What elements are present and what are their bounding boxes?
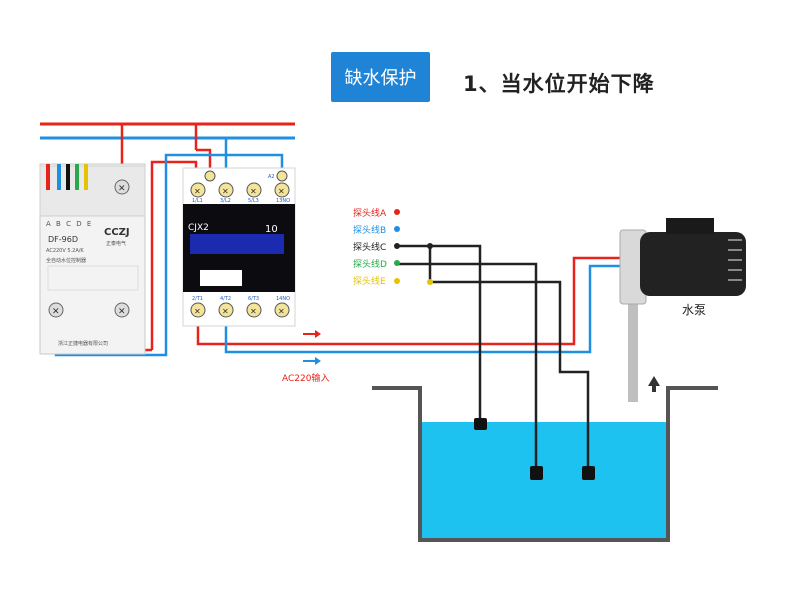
probe-junctions (427, 243, 433, 285)
svg-text:A2: A2 (268, 174, 275, 180)
svg-text:✕: ✕ (52, 307, 60, 317)
svg-text:✕: ✕ (278, 187, 285, 196)
svg-text:6/T3: 6/T3 (248, 296, 259, 302)
svg-text:✕: ✕ (194, 187, 201, 196)
probe-c (582, 466, 595, 480)
svg-text:2/T1: 2/T1 (192, 296, 203, 302)
contactor-model: CJX2 (188, 223, 209, 233)
svg-text:13NO: 13NO (276, 198, 290, 204)
contactor: CJX2 10 ✕✕ ✕✕ ✕✕ ✕✕ 1/L1 3/L2 5/L3 13NO … (182, 167, 296, 327)
svg-text:AC220V 5.2A/K: AC220V 5.2A/K (46, 248, 84, 254)
svg-text:全自动水位控制器: 全自动水位控制器 (46, 257, 86, 264)
probe-label-c: 探头线C (353, 241, 386, 253)
ac-input-label: AC220输入 (282, 372, 329, 384)
svg-text:1/L1: 1/L1 (192, 198, 203, 204)
svg-text:✕: ✕ (250, 307, 257, 316)
svg-text:浙江正捷电器有限公司: 浙江正捷电器有限公司 (58, 340, 108, 347)
probe-label-b: 探头线B (353, 224, 386, 236)
svg-text:4/T2: 4/T2 (220, 296, 231, 302)
probe-label-e: 探头线E (353, 275, 386, 287)
water-body (420, 422, 668, 540)
contactor-rating: 10 (265, 224, 278, 235)
svg-text:✕: ✕ (222, 307, 229, 316)
svg-text:5/L3: 5/L3 (248, 198, 259, 204)
water-tank (372, 386, 718, 542)
svg-text:3/L2: 3/L2 (220, 198, 231, 204)
probe-wires (398, 244, 590, 468)
step-title: 1、当水位开始下降 (463, 72, 655, 96)
probe-labels: 探头线A 探头线B 探头线C 探头线D 探头线E (353, 207, 387, 287)
svg-text:✕: ✕ (118, 184, 126, 194)
mode-badge: 缺水保护 (331, 52, 430, 102)
svg-text:正泰电气: 正泰电气 (106, 240, 126, 247)
controller-model: DF-96D (48, 235, 78, 244)
probe-dots (394, 209, 400, 284)
level-controller: ✕ ✕ ✕ A B C D E DF-96D CCZJ 正泰电气 AC220V … (39, 163, 146, 355)
pump-label: 水泵 (682, 303, 706, 317)
water-pump (619, 218, 746, 402)
svg-text:14NO: 14NO (276, 296, 290, 302)
probe-label-d: 探头线D (353, 258, 387, 270)
probe-b (530, 466, 543, 480)
probes (474, 418, 595, 480)
ac-input-arrows (303, 330, 321, 365)
up-arrow-icon (648, 376, 660, 392)
probe-label-a: 探头线A (353, 207, 387, 219)
svg-text:✕: ✕ (118, 307, 126, 317)
controller-terminal-letters: A B C D E (46, 220, 91, 228)
supply-lines (40, 122, 295, 140)
controller-brand: CCZJ (104, 227, 130, 238)
probe-a (474, 418, 487, 430)
svg-text:✕: ✕ (222, 187, 229, 196)
svg-text:✕: ✕ (250, 187, 257, 196)
svg-text:✕: ✕ (194, 307, 201, 316)
svg-text:✕: ✕ (278, 307, 285, 316)
